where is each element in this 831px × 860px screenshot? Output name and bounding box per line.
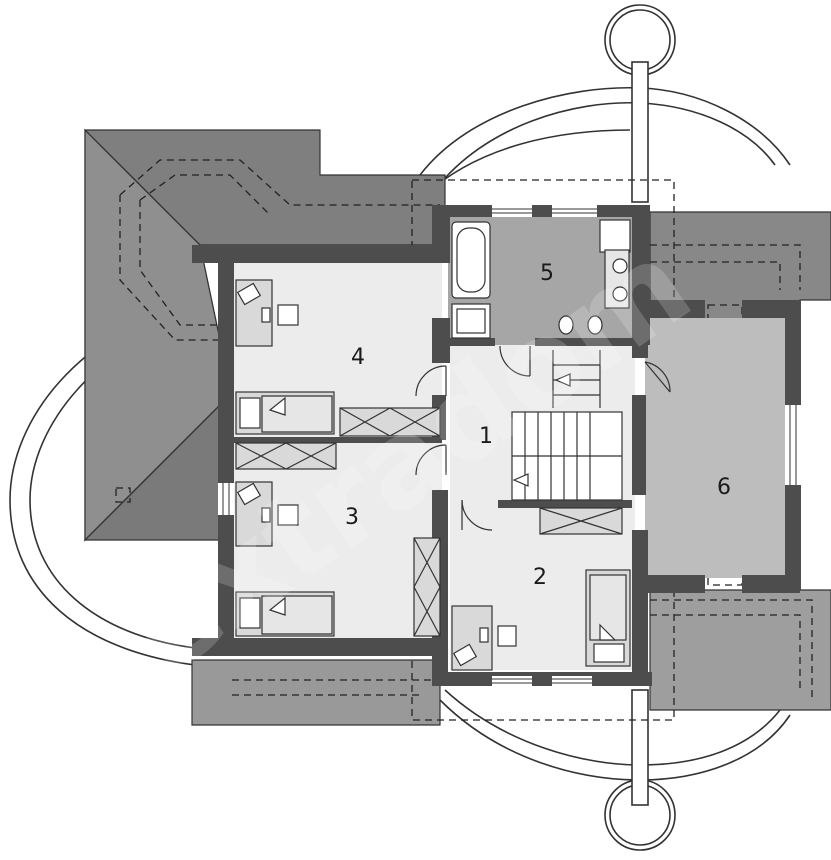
room-label-5: 5	[540, 261, 554, 286]
room-label-1: 1	[479, 424, 493, 449]
room-label-4: 4	[351, 345, 365, 370]
room-label-6: 6	[717, 475, 731, 500]
windows	[222, 208, 797, 684]
walls	[192, 205, 801, 686]
roofs	[83, 128, 831, 726]
room-label-2: 2	[533, 565, 547, 590]
furniture	[235, 219, 631, 671]
room-label-3: 3	[345, 505, 359, 530]
room-labels: 1 2 3 4 5 6	[345, 261, 731, 590]
doors	[415, 345, 671, 531]
curved-outlines	[9, 4, 791, 851]
